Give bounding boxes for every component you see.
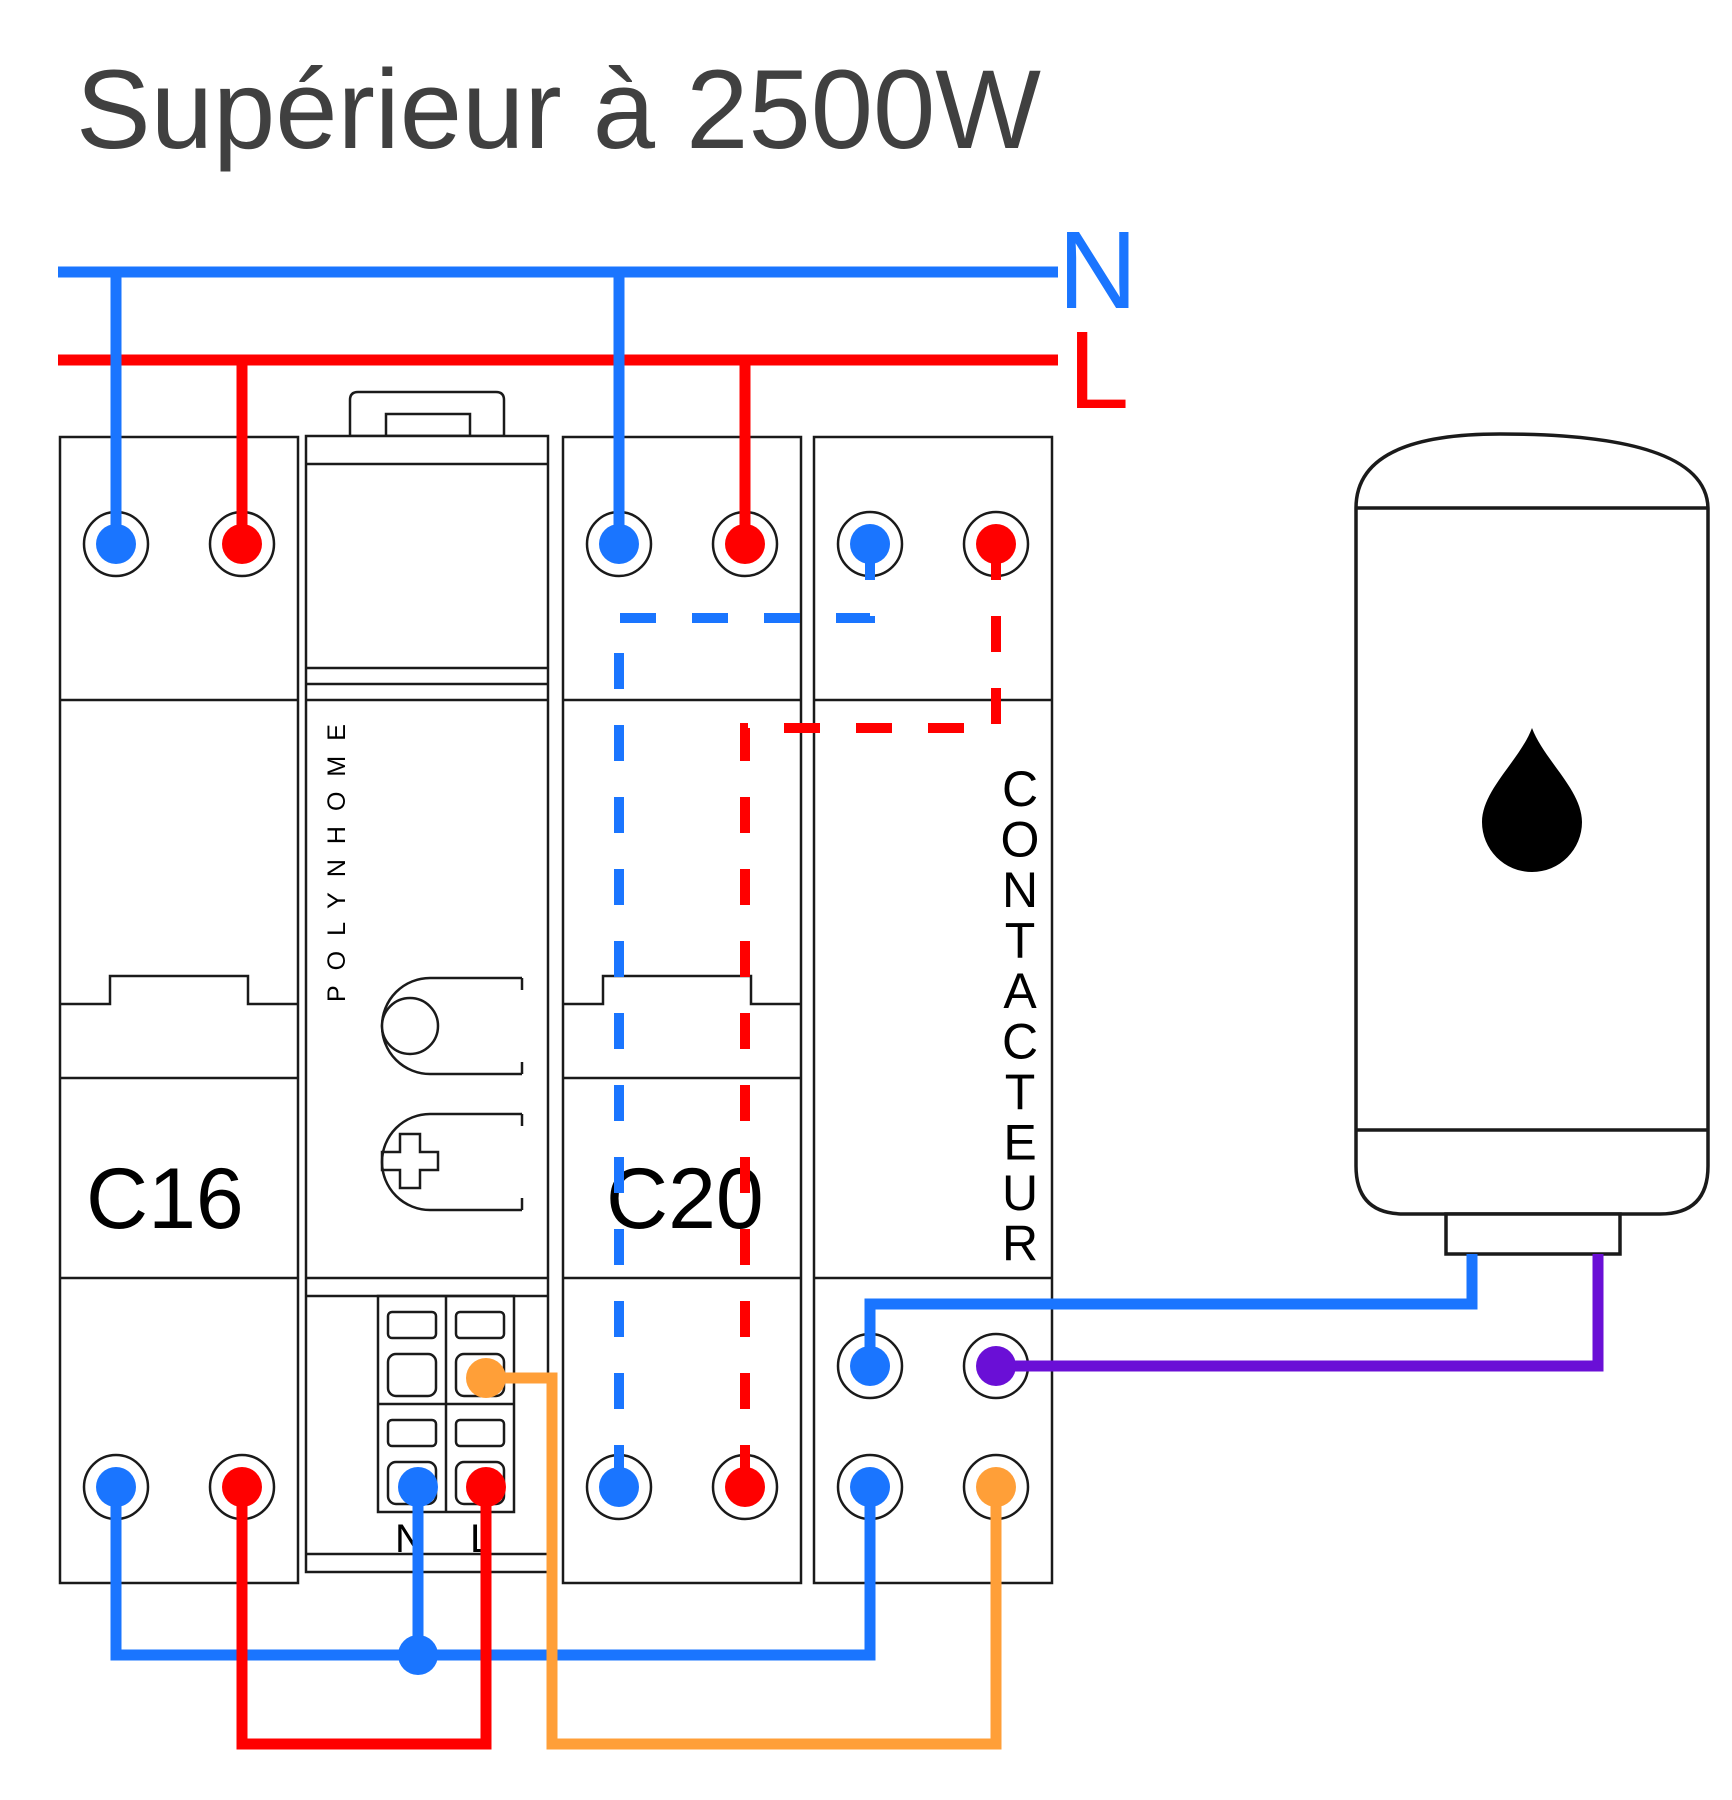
live-label: L	[1068, 309, 1129, 432]
plus-icon	[380, 1132, 440, 1190]
breaker-c16-rating: C16	[86, 1151, 244, 1247]
wires	[110, 272, 1604, 1750]
terminal-dots	[96, 524, 1016, 1675]
junction-dot	[398, 1635, 438, 1675]
polynhome-button-icon	[380, 996, 440, 1056]
diagram-title: Supérieur à 2500W	[76, 47, 1041, 172]
breaker-c20-rating: C20	[606, 1151, 764, 1247]
polynhome-module: POLYNHOME N L	[304, 390, 550, 1574]
water-heater-icon	[1354, 432, 1710, 1256]
polynhome-brand: POLYNHOME	[323, 709, 351, 1002]
breaker-c20: C20	[561, 435, 803, 1585]
water-drop-icon	[1482, 728, 1582, 872]
neutral-label: N	[1058, 209, 1137, 332]
breaker-c16: C16	[58, 435, 300, 1585]
